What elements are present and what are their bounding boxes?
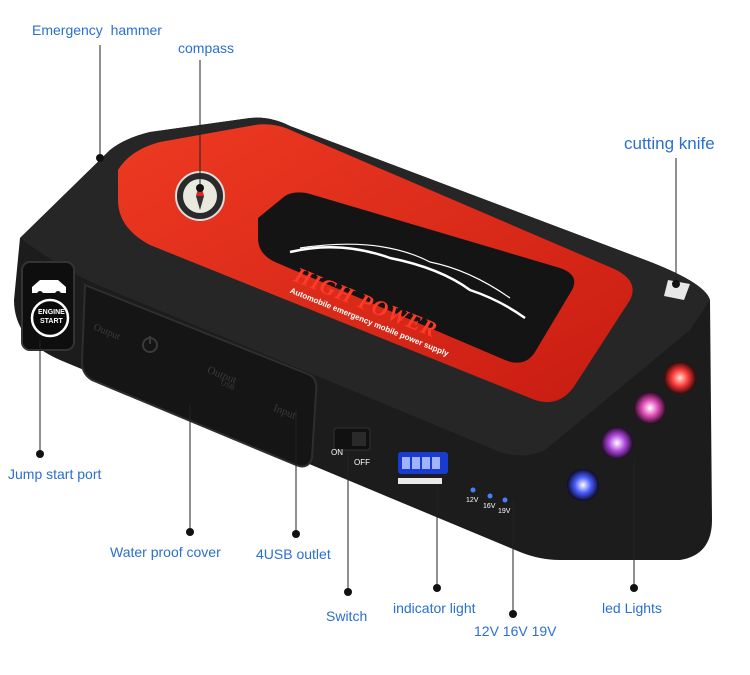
label-voltages: 12V 16V 19V bbox=[474, 623, 557, 639]
engine-start-label-2: START bbox=[40, 318, 63, 325]
led-light-pink bbox=[634, 392, 666, 424]
label-emergency-hammer: Emergency hammer bbox=[32, 22, 162, 38]
car-icon bbox=[32, 280, 66, 293]
led-19v-indicator bbox=[502, 497, 508, 503]
led-16v-indicator bbox=[487, 493, 493, 499]
label-jump-start-port: Jump start port bbox=[8, 466, 102, 482]
indicator-strip bbox=[398, 478, 442, 484]
led-light-red bbox=[664, 362, 696, 394]
engine-start-button[interactable] bbox=[30, 298, 70, 338]
brand-panel bbox=[258, 192, 575, 363]
label-compass: compass bbox=[178, 40, 235, 56]
led-light-purple bbox=[601, 427, 633, 459]
engine-start-label-1: ENGINE bbox=[38, 309, 65, 316]
label-led-lights: led Lights bbox=[602, 600, 662, 616]
v16-label: 16V bbox=[483, 503, 496, 510]
cutting-knife[interactable] bbox=[664, 280, 690, 300]
water-proof-cover[interactable] bbox=[80, 283, 318, 468]
label-cutting-knife: cutting knife bbox=[624, 134, 715, 153]
led-12v-indicator bbox=[470, 487, 476, 493]
switch-off-label: OFF bbox=[354, 458, 370, 467]
label-indicator-light: indicator light bbox=[393, 600, 476, 616]
label-usb-outlet: 4USB outlet bbox=[256, 546, 331, 562]
label-switch: Switch bbox=[326, 608, 368, 624]
v19-label: 19V bbox=[498, 508, 511, 515]
v12-label: 12V bbox=[466, 497, 479, 504]
led-light-blue bbox=[567, 469, 599, 501]
car-outline-logo bbox=[289, 245, 526, 320]
switch-on-label: ON bbox=[331, 448, 343, 457]
label-water-proof-cover: Water proof cover bbox=[110, 544, 221, 560]
